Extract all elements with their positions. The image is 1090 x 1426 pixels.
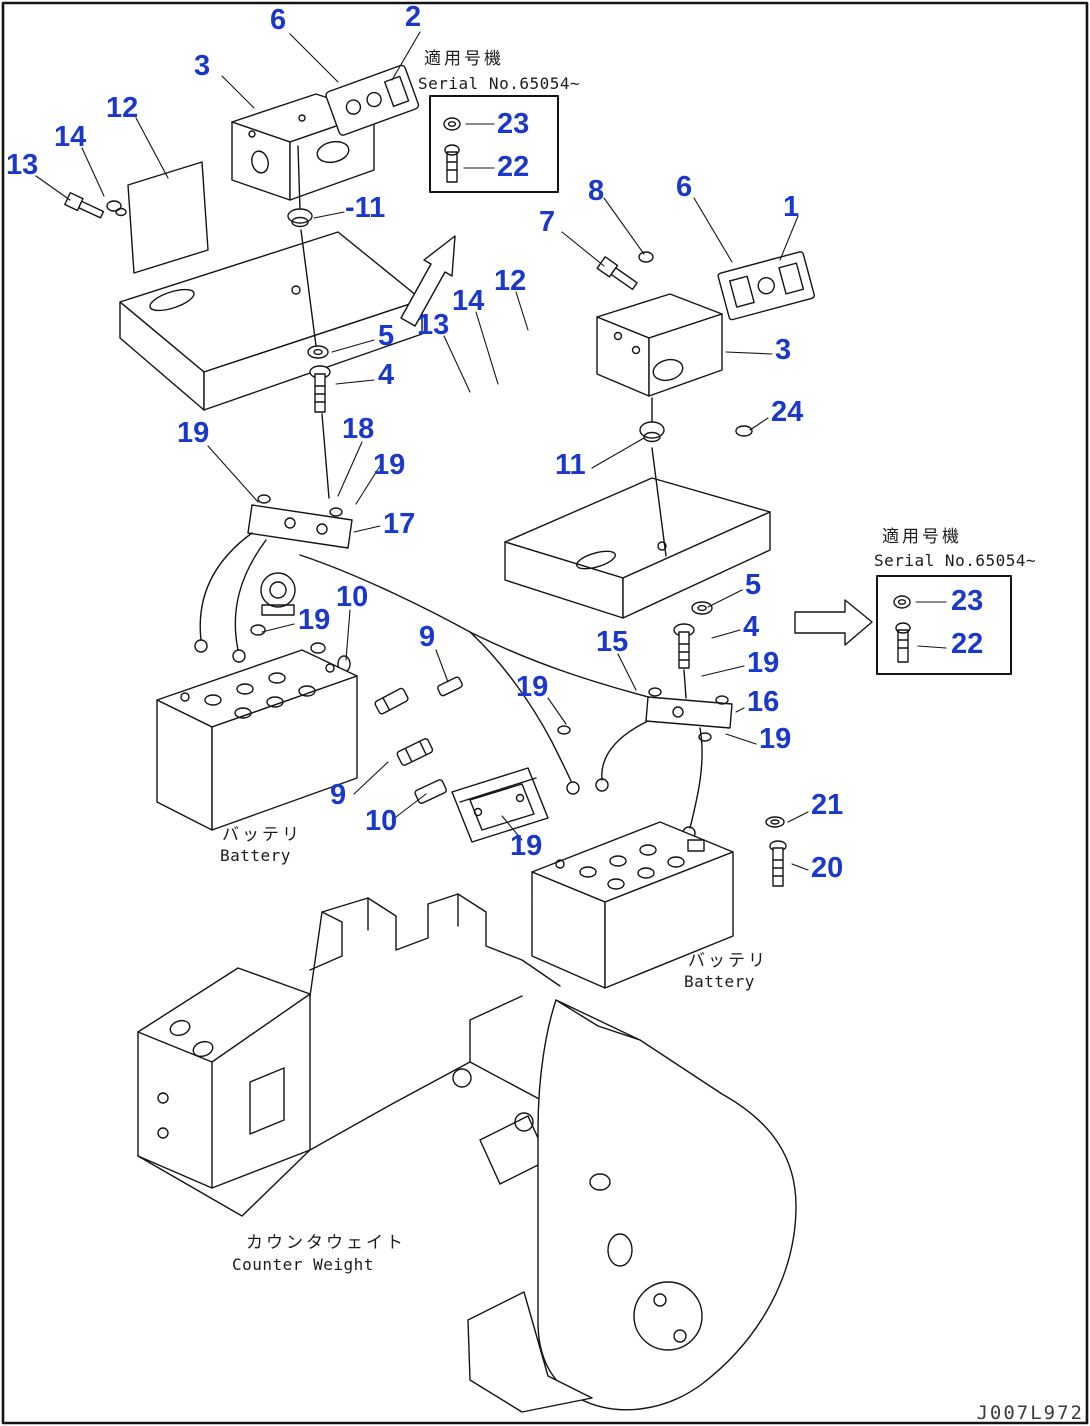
battery-right-label-en: Battery bbox=[684, 972, 755, 991]
harness-bracket-right-drawing bbox=[595, 687, 733, 840]
serial-box-top bbox=[429, 95, 559, 193]
callout-part-18: 18 bbox=[342, 413, 375, 445]
bolt-4-left-drawing bbox=[309, 365, 331, 413]
callout-part-19-d: 19 bbox=[747, 647, 780, 679]
connector-plate-right-drawing bbox=[717, 251, 815, 321]
callout-part-16: 16 bbox=[747, 686, 780, 718]
grommet-11-left-drawing bbox=[287, 208, 313, 228]
callout-part-7: 7 bbox=[539, 206, 556, 238]
battery-cover-right-drawing bbox=[504, 477, 771, 619]
callout-part-23-a: 23 bbox=[497, 108, 530, 140]
callout-part-3-b: 3 bbox=[775, 334, 792, 366]
relay-box-right-drawing bbox=[596, 293, 723, 397]
serial-note-right-en: Serial No.65054~ bbox=[874, 551, 1037, 570]
callout-part-13-a: 13 bbox=[6, 149, 39, 181]
callout-part-5-b: 5 bbox=[745, 569, 762, 601]
callout-part-6-b: 6 bbox=[676, 171, 693, 203]
callout-part-11-a: -11 bbox=[345, 192, 386, 224]
callout-part-9-a: 9 bbox=[419, 621, 436, 653]
callout-part-19-b: 19 bbox=[373, 449, 406, 481]
callout-part-14-a: 14 bbox=[54, 121, 87, 153]
callout-part-4-b: 4 bbox=[743, 611, 760, 643]
harness-bracket-left-drawing bbox=[194, 494, 353, 663]
washer-8-drawing bbox=[638, 251, 654, 263]
shim-plate-left-drawing bbox=[127, 161, 209, 274]
bolt-13-drawing bbox=[64, 192, 105, 219]
callout-part-10-b: 10 bbox=[365, 805, 398, 837]
callout-part-9-b: 9 bbox=[330, 779, 347, 811]
washer-23-icon-top bbox=[443, 117, 461, 131]
drawing-number: J007L972 bbox=[976, 1402, 1084, 1424]
callout-part-1: 1 bbox=[783, 191, 800, 223]
callout-part-19-a: 19 bbox=[177, 417, 210, 449]
bolt-4-right-drawing bbox=[673, 623, 695, 669]
callout-part-19-c: 19 bbox=[298, 604, 331, 636]
washer-21-drawing bbox=[765, 816, 785, 828]
callout-part-23-b: 23 bbox=[951, 585, 984, 617]
bolt-7-drawing bbox=[596, 256, 638, 291]
callout-part-10-a: 10 bbox=[336, 581, 369, 613]
serial-note-right-jp: 適用号機 bbox=[882, 527, 962, 547]
grommet-11-right-drawing bbox=[639, 421, 665, 443]
callout-part-15: 15 bbox=[596, 626, 629, 658]
callout-part-22-b: 22 bbox=[951, 628, 984, 660]
counterweight-drawing bbox=[137, 893, 797, 1413]
callout-part-24: 24 bbox=[771, 396, 804, 428]
relay-box-left-drawing bbox=[231, 93, 375, 201]
battery-right-label-jp: バッテリ bbox=[688, 951, 768, 971]
battery-right-drawing bbox=[531, 821, 734, 989]
callout-part-12-a: 12 bbox=[106, 92, 139, 124]
washer-5-right-drawing bbox=[691, 601, 713, 615]
callout-part-4-a: 4 bbox=[378, 359, 395, 391]
callout-part-20: 20 bbox=[811, 852, 844, 884]
leader-lines bbox=[35, 31, 947, 871]
cover-plate-19-drawing bbox=[451, 767, 549, 843]
serial-note-top-en: Serial No.65054~ bbox=[418, 74, 581, 93]
callout-part-19-f: 19 bbox=[759, 723, 792, 755]
battery-left-drawing bbox=[156, 649, 358, 831]
callout-part-21: 21 bbox=[811, 789, 844, 821]
relay-drawing bbox=[260, 572, 351, 673]
battery-left-label-en: Battery bbox=[220, 846, 291, 865]
arrow-to-serial-right bbox=[794, 599, 873, 646]
washer-24-drawing bbox=[735, 425, 753, 437]
connector-10-drawing bbox=[396, 738, 447, 804]
callout-part-8: 8 bbox=[588, 175, 605, 207]
washer-23-icon-right bbox=[893, 595, 911, 609]
bolt-22-icon-right bbox=[895, 622, 911, 663]
callout-part-6-a: 6 bbox=[270, 4, 287, 36]
arrow-to-serial-top bbox=[400, 235, 456, 327]
callout-part-17: 17 bbox=[383, 508, 416, 540]
connector-9-drawing bbox=[374, 676, 463, 715]
washer-5-left-drawing bbox=[307, 345, 329, 359]
counterweight-label-jp: カウンタウェイト bbox=[246, 1233, 406, 1253]
callout-part-14-b: 14 bbox=[452, 285, 485, 317]
callout-part-19-g: 19 bbox=[510, 830, 543, 862]
callout-part-13-b: 13 bbox=[417, 309, 450, 341]
serial-note-top-jp: 適用号機 bbox=[424, 49, 504, 69]
callout-part-3-a: 3 bbox=[194, 50, 211, 82]
washer-14-drawing bbox=[106, 200, 127, 217]
serial-box-right bbox=[876, 575, 1012, 675]
battery-left-label-jp: バッテリ bbox=[222, 825, 302, 845]
connector-plate-top-drawing bbox=[325, 64, 420, 136]
callout-part-2: 2 bbox=[405, 1, 422, 33]
callout-part-12-b: 12 bbox=[494, 265, 527, 297]
bolt-20-drawing bbox=[769, 840, 787, 887]
callout-part-22-a: 22 bbox=[497, 151, 530, 183]
callout-part-11-b: 11 bbox=[555, 449, 586, 481]
bolt-22-icon-top bbox=[444, 144, 460, 183]
callout-part-5-a: 5 bbox=[378, 320, 395, 352]
counterweight-label-en: Counter Weight bbox=[232, 1255, 374, 1274]
callout-part-19-e: 19 bbox=[516, 671, 549, 703]
